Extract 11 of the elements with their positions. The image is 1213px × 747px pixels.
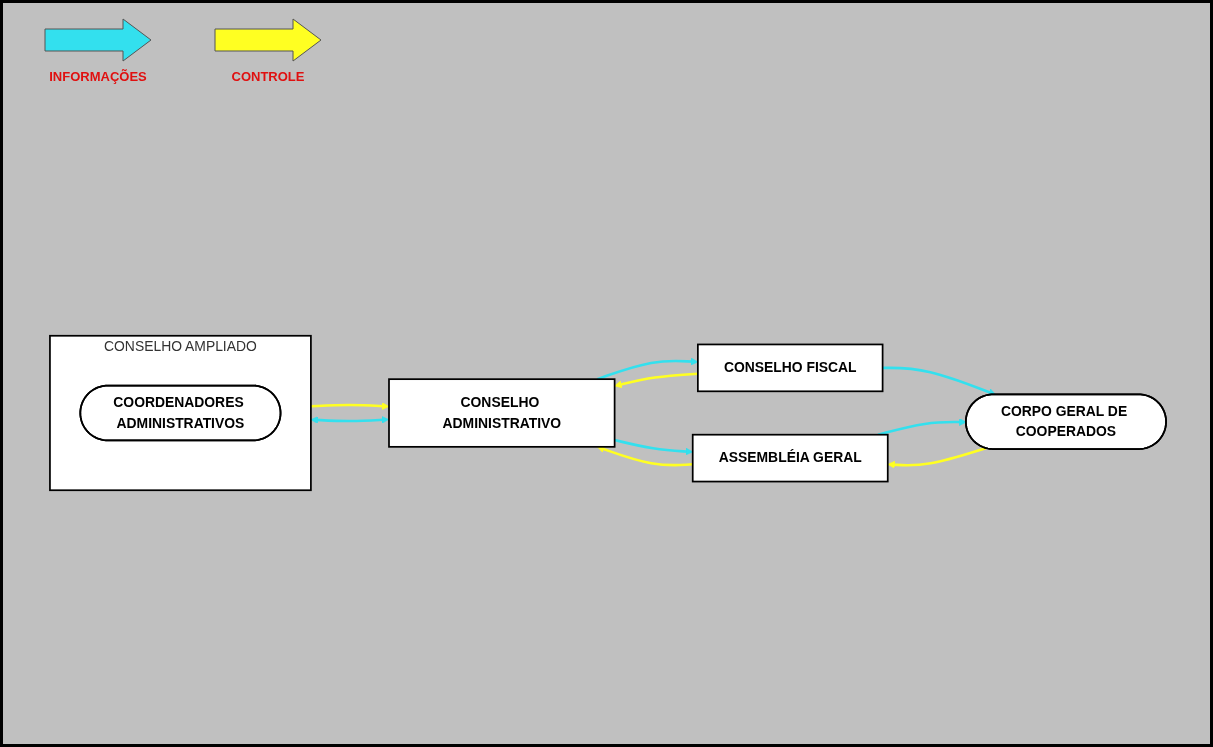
legend-label: INFORMAÇÕES <box>49 69 147 84</box>
arrow <box>882 366 997 396</box>
legend-label: CONTROLE <box>231 69 305 84</box>
arrow <box>597 445 693 467</box>
node-box: ASSEMBLÉIA GERAL <box>691 433 889 483</box>
node-box: CONSELHO ADMINISTRATIVO <box>388 378 616 448</box>
arrow <box>887 447 987 469</box>
arrow <box>310 416 389 424</box>
node-box: CONSELHO FISCAL <box>697 343 884 393</box>
arrow <box>614 372 698 389</box>
arrow <box>310 402 390 410</box>
